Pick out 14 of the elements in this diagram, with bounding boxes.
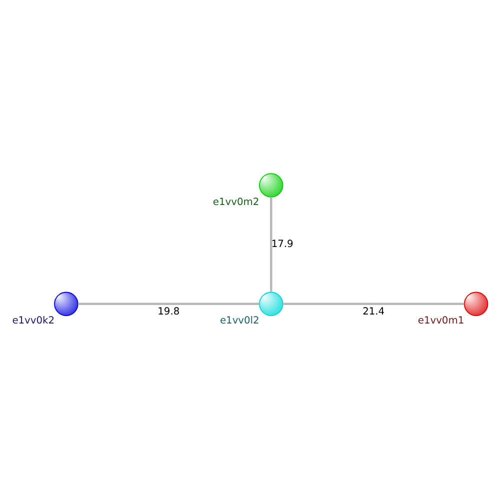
node-circle (464, 292, 488, 316)
node-label: e1vv0m1 (418, 316, 464, 327)
connector (270, 197, 272, 292)
node-label: e1vv0m2 (212, 196, 260, 208)
node-circle (259, 292, 284, 316)
edge-label: 21.4 (362, 306, 385, 318)
node-circle (259, 173, 284, 198)
connector (283, 302, 464, 306)
edge-label: 19.8 (158, 306, 180, 318)
edge-label: 17.9 (271, 239, 294, 250)
node-label: e1vv0l2 (220, 316, 260, 327)
node-label: e1vv0k2 (12, 316, 55, 327)
connector (78, 302, 260, 306)
node-circle (54, 292, 78, 316)
